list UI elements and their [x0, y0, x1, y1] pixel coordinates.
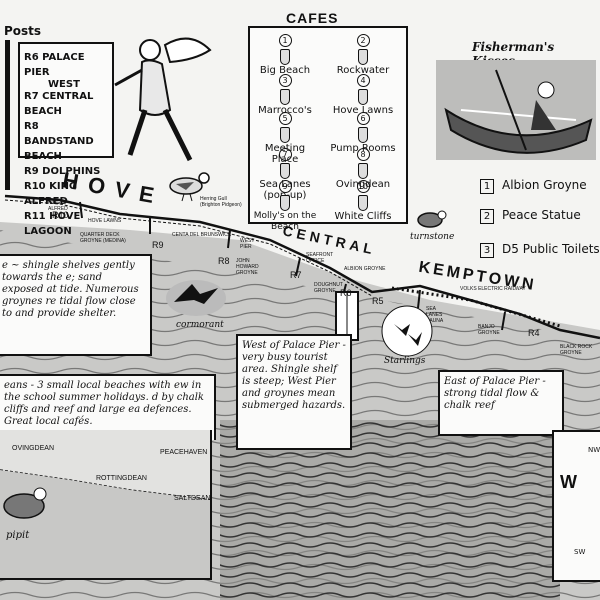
route-label: R8: [218, 256, 230, 266]
bird-label: cormorant: [176, 320, 224, 330]
post-item: R6 PALACE PIER: [24, 52, 85, 78]
route-label: R5: [372, 296, 384, 306]
posts-sign: R6 PALACE PIER WEST R7 CENTRAL BEACH R8 …: [18, 42, 114, 237]
cafe-name: Molly's on the Beach: [253, 211, 317, 232]
route-label: R6: [340, 288, 352, 298]
inset-place: SALTDEAN: [174, 495, 211, 502]
place-label: CENTA DEL BRUNSWICK: [172, 232, 232, 238]
angel-illustration: [114, 37, 212, 162]
post-item: R10 KING ALFRED: [24, 181, 78, 207]
legend-label: D5 Public Toilets: [502, 242, 600, 256]
cafe-name: Big Beach: [259, 65, 311, 76]
compass-nw: NW: [588, 446, 600, 454]
bird-label: Starlings: [384, 356, 426, 366]
signpost-pole: [5, 40, 10, 190]
place-label: DOUGHNUT GROYNE: [314, 282, 343, 294]
cafe-name: Hove Lawns: [332, 105, 394, 116]
post-item: R9 DOLPHINS: [24, 166, 101, 177]
inset-place: OVINGDEAN: [12, 445, 55, 452]
starlings-illustration: [381, 305, 433, 357]
palace-east-note: East of Palace Pier - strong tidal flow …: [438, 370, 564, 436]
compass-sw: SW: [574, 548, 586, 556]
beaches-note: eans - 3 small local beaches with ew in …: [0, 374, 216, 440]
pipit-illustration: [3, 487, 47, 519]
place-label: JOHN HOWARD GROYNE: [236, 258, 259, 276]
route-label: R4: [528, 328, 540, 338]
bird-label: turnstone: [410, 232, 455, 242]
inset-place: PEACEHAVEN: [160, 449, 208, 456]
fishing-boat-illustration: [436, 60, 596, 160]
cafes-title: CAFES: [280, 10, 345, 26]
post-item: R8 BANDSTAND BEACH: [24, 121, 94, 162]
coastline: [4, 194, 600, 340]
cafe-name: Rockwater: [336, 65, 390, 76]
place-label: BANJO GROYNE: [478, 324, 500, 336]
compass-panel: NW W SW: [552, 430, 600, 582]
post-item: R11 HOVE LAGOON: [24, 211, 81, 237]
place-label: BLACK ROCK GROYNE: [560, 344, 593, 356]
volks-railway: [391, 286, 561, 328]
place-label: WEST PIER: [240, 238, 255, 250]
post-item: R7 CENTRAL BEACH: [24, 91, 94, 117]
place-label: SEAFRONT OFFICE: [306, 252, 334, 264]
cafe-name: Marrocco's: [258, 105, 312, 116]
place-label: HOVE LAWNS: [88, 218, 122, 224]
post-item: WEST: [48, 79, 80, 90]
cormorant-illustration: [166, 280, 226, 316]
palace-west-note: West of Palace Pier - very busy tourist …: [236, 334, 352, 450]
posts-title: Posts: [4, 24, 42, 38]
place-label: SEA LANES SAUNA: [426, 306, 444, 324]
inset-place: ROTTINGDEAN: [96, 475, 147, 482]
hove-note: e ~ shingle shelves gently towards the e…: [0, 254, 152, 356]
route-label: R9: [152, 240, 164, 250]
inset-coastline: [0, 469, 211, 578]
place-label: QUARTER DECK GROYNE (MEDINA): [80, 232, 126, 244]
bird-label: Herring Gull (Brighton Pidgeon): [200, 196, 242, 208]
legend-label: Peace Statue: [502, 208, 581, 222]
place-label: ALBION GROYNE: [344, 266, 386, 272]
bird-label: pipit: [6, 530, 30, 541]
cafe-name: White Cliffs: [334, 211, 392, 222]
legend-label: Albion Groyne: [502, 178, 587, 192]
turnstone-illustration: [417, 210, 447, 228]
herring-gull-illustration: [169, 172, 210, 202]
place-label: KING ALFRED: [48, 200, 68, 212]
route-label: R7: [290, 270, 302, 280]
cafes-panel: [248, 26, 408, 224]
route-label: R10: [52, 210, 69, 220]
compass-w: W: [560, 472, 578, 492]
place-label: VOLKS ELECTRIC RAILWAY: [460, 286, 526, 292]
inset-map: [0, 430, 212, 580]
